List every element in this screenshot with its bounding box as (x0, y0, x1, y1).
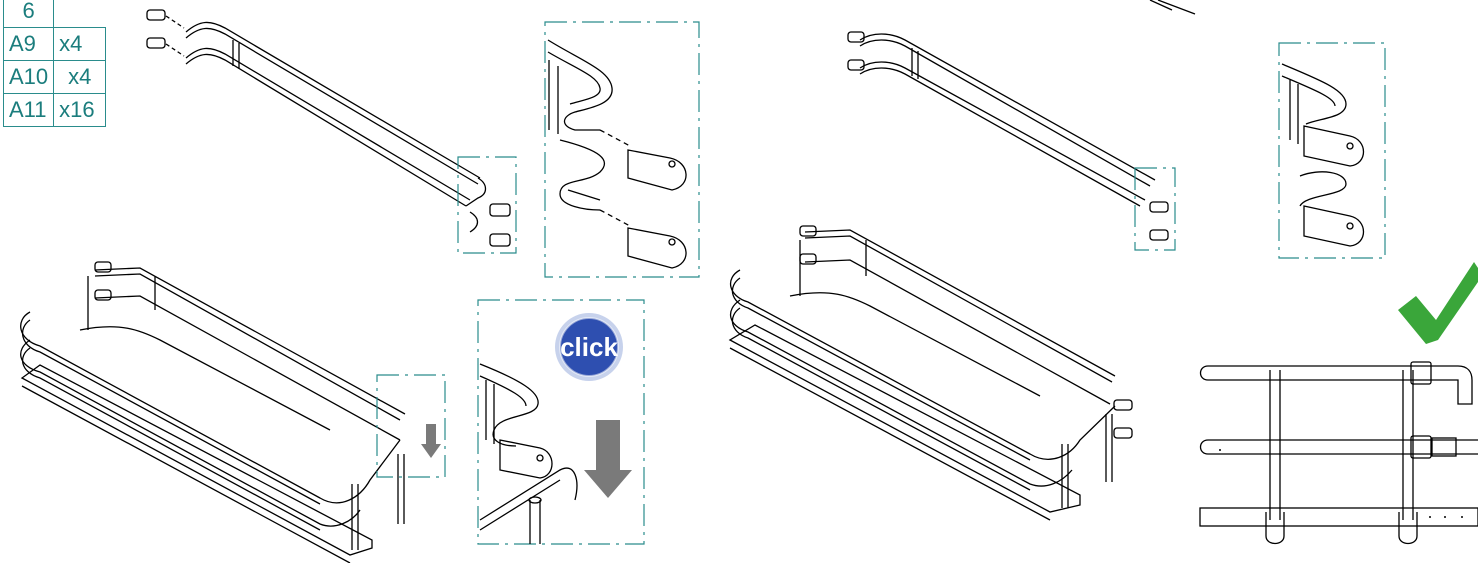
basket-middle-right (728, 225, 1133, 521)
detail-zoom-click: click (477, 299, 645, 545)
rail-assembly-top-right (847, 0, 1196, 251)
step-number: 6 (2, 0, 55, 28)
parts-row: A11 x16 (2, 93, 107, 127)
down-arrow-icon (421, 424, 441, 458)
rail-assembly-top-left (146, 9, 517, 254)
click-badge-icon: click (555, 313, 623, 381)
part-qty: x16 (53, 93, 107, 127)
click-label: click (560, 332, 618, 362)
basket-bottom-left (20, 261, 446, 563)
parts-row: A10 x4 (2, 60, 107, 94)
down-arrow-icon (584, 420, 632, 498)
part-id: A10 (2, 60, 55, 94)
detail-zoom-clip-insert (544, 21, 700, 278)
part-qty: x4 (53, 60, 107, 94)
parts-list: 6 A9 x4 A10 x4 A11 x16 (2, 0, 107, 127)
front-view-assembled (1199, 262, 1478, 545)
step-row: 6 (2, 0, 106, 28)
part-id: A11 (2, 93, 55, 127)
detail-zoom-clip-attached (1278, 42, 1386, 259)
checkmark-icon (1398, 262, 1478, 344)
